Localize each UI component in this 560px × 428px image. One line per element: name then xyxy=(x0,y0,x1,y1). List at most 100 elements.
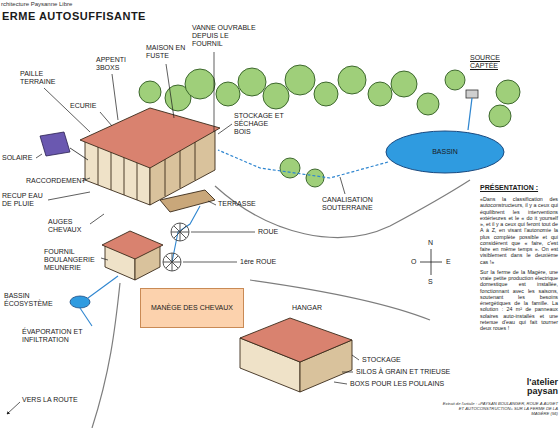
leader-line xyxy=(214,52,215,132)
part-label: BASSIN ÉCOSYSTÈME xyxy=(4,292,54,308)
logo-text: l'atelier paysan xyxy=(500,378,558,396)
tree xyxy=(216,82,240,106)
compass-letter: N xyxy=(428,239,433,247)
tree xyxy=(445,70,465,90)
leader-line xyxy=(112,74,118,120)
leader-line xyxy=(334,382,347,384)
part-label: FOURNIL BOULANGERIE MEUNERIE xyxy=(44,248,100,272)
wheel-spokes xyxy=(163,253,181,271)
road-path xyxy=(92,283,120,428)
part-label: HANGAR xyxy=(292,304,322,312)
wheel-spokes xyxy=(171,223,189,241)
tree xyxy=(489,105,511,127)
part-label: PAILLE TERRAINE xyxy=(20,70,60,86)
tree xyxy=(306,169,324,187)
node-text: MANÈGE DES CHEVAUX xyxy=(151,304,233,312)
compass-letter: O xyxy=(411,258,416,266)
part-label: AUGES CHEVAUX xyxy=(48,218,88,234)
compass-rose xyxy=(420,249,442,275)
direction-arrow xyxy=(7,402,20,414)
tree xyxy=(285,65,315,95)
solar-panel xyxy=(40,132,70,156)
terrace xyxy=(160,190,215,212)
leader-line xyxy=(48,192,90,200)
node-text-group: MANÈGE DES CHEVAUX xyxy=(151,304,233,312)
arena-area-outline xyxy=(141,289,244,328)
part-label: SOURCE CAPTÉE xyxy=(470,54,512,70)
tree xyxy=(263,83,289,109)
compass-letter: E xyxy=(446,258,451,266)
part-label: STOCKAGE xyxy=(362,356,401,364)
tree xyxy=(391,71,417,97)
bakehouse xyxy=(102,231,163,280)
barn xyxy=(80,108,220,212)
tree xyxy=(185,69,215,99)
part-label: 1ère ROUE xyxy=(240,258,276,266)
node-text: BASSIN xyxy=(432,148,458,156)
part-label: RECUP EAU DE PLUIE xyxy=(2,192,46,208)
header-credit: rchitecture Paysanne Libre xyxy=(1,1,72,8)
spring-box xyxy=(466,90,478,98)
leader-line xyxy=(208,201,216,205)
hangar-roof xyxy=(240,318,352,362)
part-label: RACCORDEMENT xyxy=(26,177,86,185)
tree xyxy=(368,82,392,106)
tree xyxy=(496,80,520,104)
part-label: ÉVAPORATION ET INFILTRATION xyxy=(22,328,84,344)
leader-line xyxy=(90,214,104,224)
hangar xyxy=(240,318,352,392)
source-credit: Extrait de l'article : «PAYSAN BOULANGER… xyxy=(440,402,558,416)
compass-letter: S xyxy=(428,278,433,286)
part-label: TERRASSE xyxy=(218,200,256,208)
leader-line xyxy=(100,112,112,126)
page-title: ERME AUTOSUFFISANTE xyxy=(2,10,146,23)
road-path xyxy=(215,180,470,237)
water-pipe xyxy=(468,98,472,130)
part-label: SILOS À GRAIN ET TRIEUSE xyxy=(356,368,450,376)
wheel xyxy=(171,223,189,241)
tree xyxy=(139,81,161,103)
part-label: VANNE OUVRABLE DEPUIS LE FOURNIL xyxy=(192,24,258,48)
leader-line xyxy=(218,124,232,134)
part-label: ECURIE xyxy=(70,102,96,110)
water-wheels xyxy=(163,223,189,271)
part-label: STOCKAGE ET SÉCHAGE BOIS xyxy=(234,112,286,136)
part-label: VERS LA ROUTE xyxy=(22,396,78,404)
leader-lines xyxy=(7,52,359,414)
leader-line xyxy=(342,372,353,373)
panel-heading: PRÉSENTATION : xyxy=(480,184,538,192)
part-label: SOLAIRE xyxy=(2,154,32,162)
leader-line xyxy=(101,258,108,260)
leader-line xyxy=(183,262,237,263)
tree xyxy=(314,82,338,106)
panel-text: Sur la ferme de la Magère, une vraie pet… xyxy=(480,269,558,332)
node-text-group: BASSIN xyxy=(432,148,458,156)
tree xyxy=(338,66,366,94)
panel-text: «Dans la classification des autoconstruc… xyxy=(480,196,558,265)
ecosystem-pond xyxy=(70,296,90,308)
pond: BASSIN xyxy=(385,130,505,174)
part-label: APPENTI 3BOXS xyxy=(96,56,130,72)
leader-line xyxy=(352,355,359,360)
tree xyxy=(280,158,300,178)
pond-outline xyxy=(386,131,504,173)
leader-line xyxy=(340,177,345,194)
part-label: CANALISATION SOUTERRAINE xyxy=(322,196,392,212)
bakehouse-roof xyxy=(102,231,163,259)
road-path xyxy=(250,280,430,320)
leader-line xyxy=(166,64,174,118)
stream xyxy=(88,276,118,298)
leader-line xyxy=(44,88,90,132)
tree xyxy=(238,68,266,96)
part-label: MAISON EN FUSTE xyxy=(146,44,186,60)
part-label: ROUE xyxy=(258,228,278,236)
stream xyxy=(80,308,92,326)
road xyxy=(92,180,470,428)
wheel xyxy=(163,253,181,271)
leader-line xyxy=(36,154,42,158)
cable xyxy=(70,148,88,160)
underground-pipe xyxy=(218,150,388,178)
arena-area: MANÈGE DES CHEVAUX xyxy=(140,288,244,328)
